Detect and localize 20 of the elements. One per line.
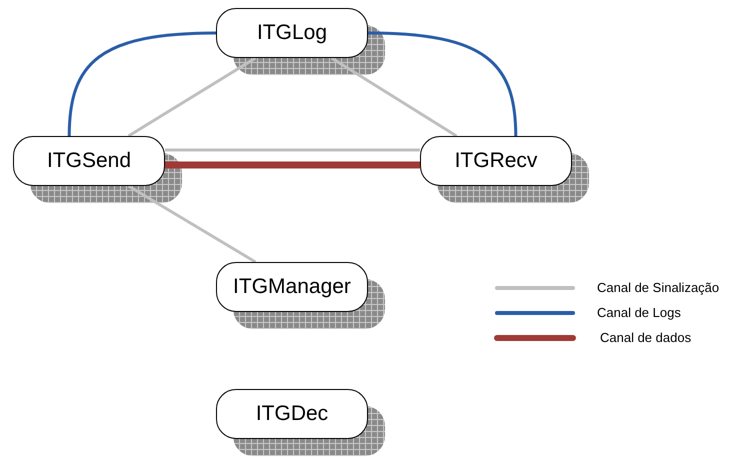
rounded-process-box <box>216 389 368 439</box>
legend-label: Canal de dados <box>600 330 692 345</box>
node-label: ITGSend <box>46 149 132 173</box>
connector-line <box>330 56 458 138</box>
connector-line <box>128 56 256 138</box>
legend-label: Canal de Logs <box>597 305 681 320</box>
node-label: ITGRecv <box>454 149 538 173</box>
rounded-process-box <box>216 262 368 312</box>
connector-line <box>128 184 256 264</box>
node-label: ITGManager <box>233 275 351 299</box>
rounded-process-box <box>216 8 368 58</box>
node-label: ITGLog <box>256 21 328 45</box>
rounded-process-box <box>13 136 165 186</box>
connector-line <box>68 32 216 136</box>
connector-line <box>368 32 518 136</box>
rounded-process-box <box>420 136 572 186</box>
connector-line <box>165 162 420 168</box>
connector-line <box>165 148 420 152</box>
node-label: ITGDec <box>256 402 328 426</box>
legend-label: Canal de Sinalização <box>597 280 720 295</box>
